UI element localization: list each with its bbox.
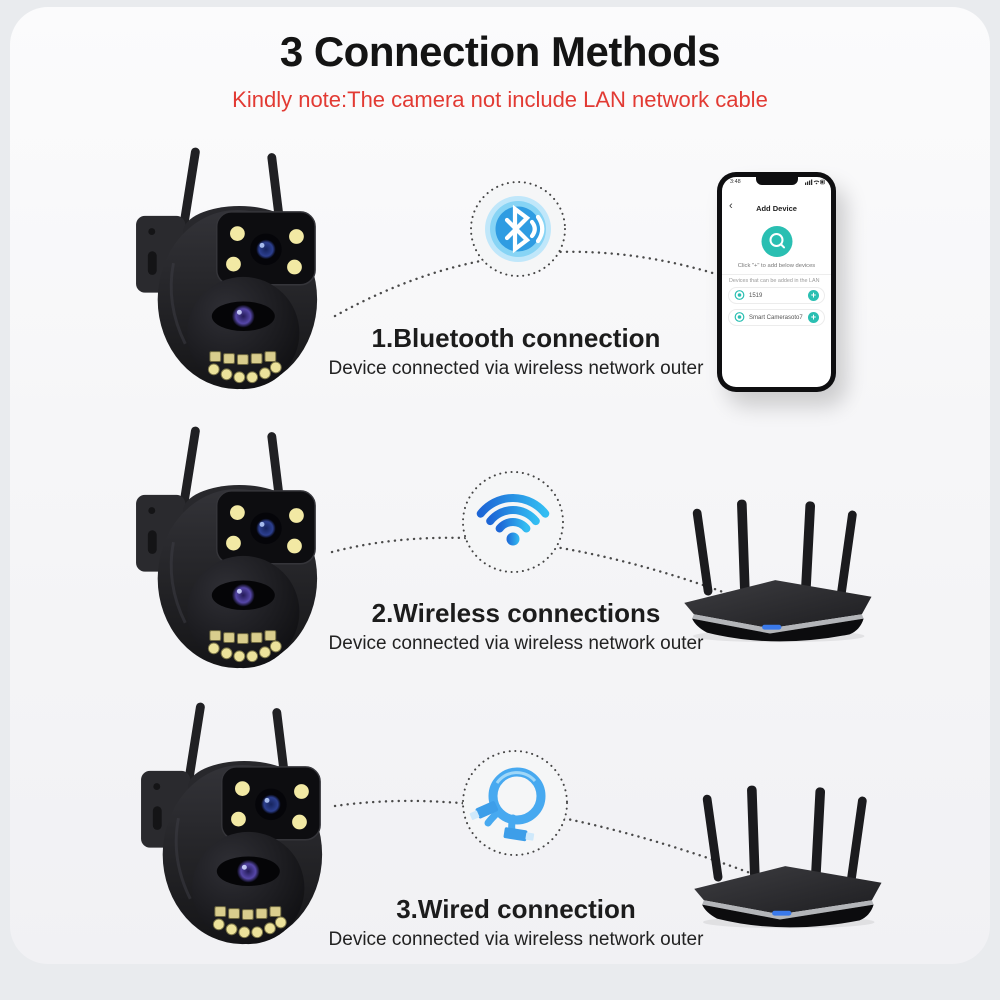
lan-cable-icon	[462, 750, 568, 856]
magnifier-ring	[769, 233, 783, 247]
phone-notch	[755, 177, 798, 185]
device-row: 1519 +	[728, 287, 825, 304]
add-device-button: +	[808, 312, 819, 323]
phone-mockup: 3:48 ‹ Add Device Click "+	[717, 172, 836, 392]
section-text: 1.Bluetooth connection Device connected …	[300, 324, 732, 380]
section-title: 1.Bluetooth connection	[371, 323, 661, 353]
device-list-header: Devices that can be added in the LAN	[729, 278, 820, 284]
section-subtitle: Device connected via wireless network ou…	[328, 632, 704, 654]
section-subtitle: Device connected via wireless network ou…	[328, 928, 704, 950]
device-camera-icon	[734, 290, 745, 300]
phone-screen: 3:48 ‹ Add Device Click "+	[722, 177, 831, 387]
section-subtitle: Device connected via wireless network ou…	[328, 357, 704, 379]
page-note: Kindly note:The camera not include LAN n…	[232, 87, 768, 112]
section-title: 2.Wireless connections	[371, 598, 661, 628]
wifi-icon	[462, 471, 564, 573]
device-name: Smart Camerasoto7	[749, 314, 803, 321]
device-camera-icon	[734, 312, 745, 322]
device-row: Smart Camerasoto7 +	[728, 309, 825, 326]
phone-nav-title: Add Device	[756, 204, 797, 213]
add-device-hint: Click "+" to add below devices	[737, 263, 816, 269]
search-icon	[761, 226, 792, 257]
back-icon: ‹	[729, 200, 733, 212]
add-device-button: +	[808, 290, 819, 301]
screen-divider	[722, 274, 831, 275]
section-text: 2.Wireless connections Device connected …	[300, 599, 732, 655]
page-title: 3 Connection Methods	[279, 28, 721, 75]
status-time: 3:48	[730, 179, 741, 185]
section-text: 3.Wired connection Device connected via …	[300, 895, 732, 951]
status-icons	[805, 179, 825, 185]
device-name: 1519	[749, 292, 763, 299]
section-title: 3.Wired connection	[396, 894, 636, 924]
magnifier-handle	[779, 243, 785, 250]
bluetooth-signal-icon	[470, 181, 566, 277]
